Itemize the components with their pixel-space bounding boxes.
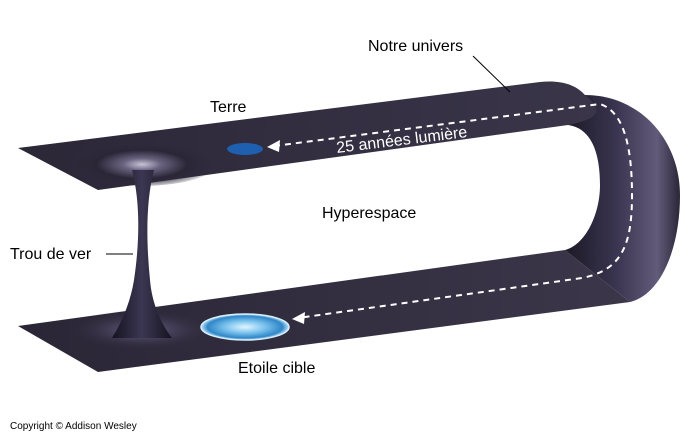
earth-marker xyxy=(227,143,263,155)
path-arrowhead-bottom xyxy=(292,312,305,324)
universe-label: Notre univers xyxy=(368,38,463,55)
path-arrowhead-top xyxy=(267,140,280,152)
target-star-label: Etoile cible xyxy=(238,360,315,377)
light-year-path xyxy=(273,102,634,319)
target-star-marker xyxy=(200,313,290,341)
upper-funnel-mouth xyxy=(66,138,218,186)
hyperspace-lower-sheet xyxy=(18,250,630,372)
earth-label: Terre xyxy=(210,99,247,116)
hyperspace-label: Hyperespace xyxy=(322,205,416,222)
wormhole-label: Trou de ver xyxy=(10,246,92,263)
copyright-text: Copyright © Addison Wesley xyxy=(10,421,137,432)
universe-leader-line xyxy=(472,55,511,93)
hyperspace-bend xyxy=(565,95,680,302)
wormhole-throat xyxy=(112,170,172,338)
